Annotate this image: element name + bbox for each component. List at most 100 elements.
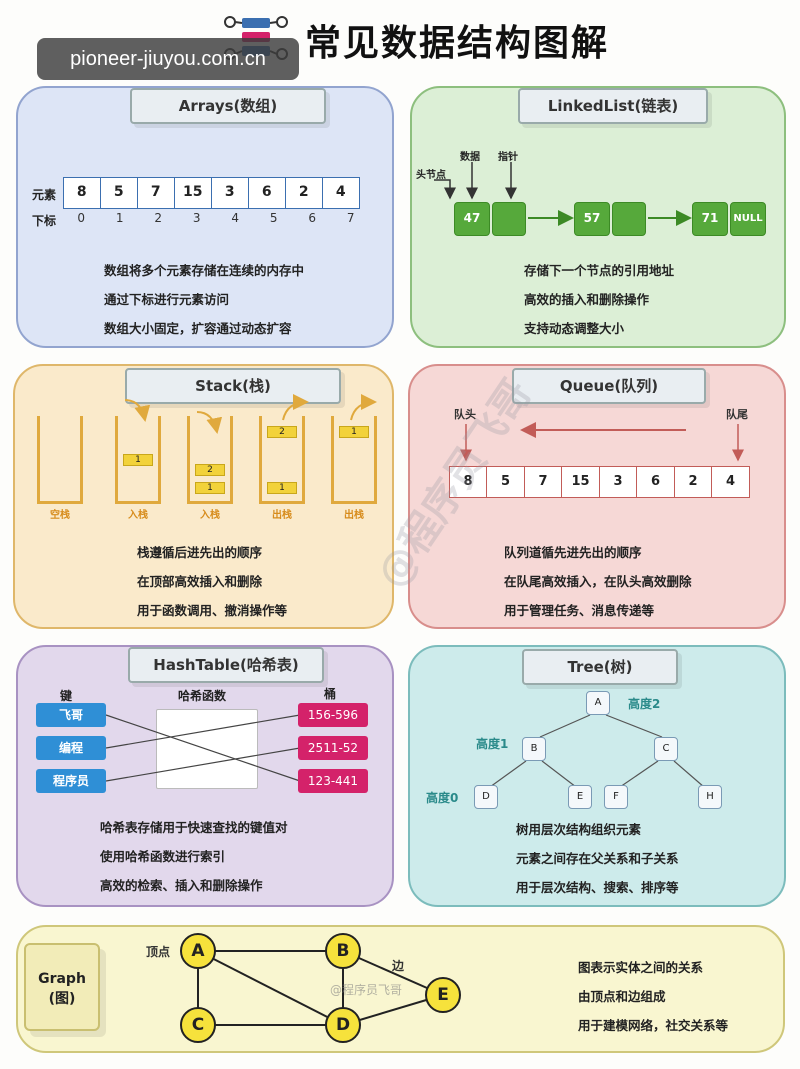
graph-tag: Graph (图) [24, 943, 100, 1031]
desc-line: 用于管理任务、消息传递等 [504, 603, 655, 618]
array-cell: 3 [210, 177, 249, 209]
linkedlist-null: NULL [730, 202, 766, 236]
stack-panel: Stack(栈) 1 2 1 2 1 1 空栈 入栈 入栈 出栈 出栈 栈遵循后… [13, 364, 394, 629]
stack-label: 入栈 [200, 510, 220, 521]
queue-panel: Queue(队列) 队头 队尾 8 5 7 15 3 6 2 4 队列道循先进先… [408, 364, 786, 629]
graph-node: A [180, 933, 216, 969]
queue-cell: 6 [636, 466, 675, 498]
watermark-url: pioneer-jiuyou.com.cn [37, 38, 299, 80]
desc-line: 高效的插入和删除操作 [524, 292, 650, 307]
graph-edge-label: 边 [392, 959, 405, 973]
hash-key: 程序员 [36, 769, 106, 793]
array-cells: 8 5 7 15 3 6 2 4 [62, 177, 360, 209]
linkedlist-tag: LinkedList(链表) [518, 88, 708, 124]
linkedlist-arrows [434, 162, 692, 226]
desc-line: 在顶部高效插入和删除 [137, 574, 263, 589]
linkedlist-node-pointer [612, 202, 646, 236]
queue-cell: 15 [561, 466, 600, 498]
linkedlist-head-label: 头节点 [416, 170, 446, 181]
hash-buckets-header: 桶 [324, 687, 337, 701]
graph-node: B [325, 933, 361, 969]
desc-line: 由顶点和边组成 [578, 989, 666, 1004]
stack-item: 1 [123, 454, 153, 466]
tree-edges [489, 714, 705, 788]
stack-push-1: 1 [115, 416, 161, 504]
hash-bucket: 123-441 [298, 769, 368, 793]
tree-node: D [474, 785, 498, 809]
stack-arrows [124, 394, 377, 434]
tree-node: A [586, 691, 610, 715]
array-cell: 2 [284, 177, 323, 209]
array-index: 1 [115, 211, 124, 225]
desc-line: 存储下一个节点的引用地址 [524, 263, 675, 278]
queue-cell: 8 [448, 466, 488, 498]
linkedlist-data-label: 数据 [460, 152, 480, 163]
array-index: 6 [308, 211, 317, 225]
stack-pop-2: 1 [331, 416, 377, 504]
hashtable-tag: HashTable(哈希表) [128, 647, 324, 683]
desc-line: 数组将多个元素存储在连续的内存中 [104, 263, 305, 278]
graph-description: 图表示实体之间的关系 由顶点和边组成 用于建模网络，社交关系等 [578, 953, 728, 1040]
desc-line: 哈希表存储用于快速查找的键值对 [100, 820, 288, 835]
desc-line: 用于函数调用、撤消操作等 [137, 603, 288, 618]
tree-panel: Tree(树) A B C D E F H 高度2 高度1 高度0 树用层次结构… [408, 645, 786, 907]
desc-line: 用于建模网络，社交关系等 [578, 1018, 729, 1033]
queue-arrows [460, 422, 744, 462]
desc-line: 队列道循先进先出的顺序 [504, 545, 642, 560]
queue-cells: 8 5 7 15 3 6 2 4 [448, 466, 750, 498]
array-index: 2 [154, 211, 163, 225]
tree-level-label: 高度1 [476, 737, 509, 751]
tree-node: E [568, 785, 592, 809]
queue-cell: 2 [673, 466, 713, 498]
stack-item: 2 [195, 464, 225, 476]
arrays-tag: Arrays(数组) [130, 88, 326, 124]
linkedlist-pointer-label: 指针 [498, 152, 518, 163]
desc-line: 通过下标进行元素访问 [104, 292, 230, 307]
linkedlist-node-data: 71 [692, 202, 728, 236]
graph-vertex-label: 顶点 [146, 945, 171, 959]
array-index: 3 [192, 211, 201, 225]
stack-item: 1 [267, 482, 297, 494]
stack-item: 1 [195, 482, 225, 494]
arrays-panel: Arrays(数组) 元素 下标 8 5 7 15 3 6 2 4 0 1 2 … [16, 86, 394, 348]
desc-line: 数组大小固定，扩容通过动态扩容 [104, 321, 292, 336]
desc-line: 支持动态调整大小 [524, 321, 625, 336]
watermark-small: @程序员飞哥 [330, 983, 403, 997]
arrays-values-label: 元素 [32, 188, 57, 202]
desc-line: 图表示实体之间的关系 [578, 960, 704, 975]
arrays-description: 数组将多个元素存储在连续的内存中 通过下标进行元素访问 数组大小固定，扩容通过动… [104, 256, 304, 343]
queue-cell: 7 [523, 466, 563, 498]
array-indices: 0 1 2 3 4 5 6 7 [62, 211, 370, 225]
array-index: 7 [346, 211, 355, 225]
stack-label: 出栈 [272, 510, 292, 521]
hash-key: 飞哥 [36, 703, 106, 727]
queue-head-label: 队头 [454, 408, 476, 421]
hashtable-description: 哈希表存储用于快速查找的键值对 使用哈希函数进行索引 高效的检索、插入和删除操作 [100, 813, 288, 900]
stack-description: 栈遵循后进先出的顺序 在顶部高效插入和删除 用于函数调用、撤消操作等 [137, 538, 287, 625]
queue-cell: 3 [598, 466, 638, 498]
array-index: 0 [77, 211, 86, 225]
graph-panel: Graph (图) A B C D E 顶点 边 图表示实体之间的关系 由顶点和… [16, 925, 785, 1053]
tree-tag: Tree(树) [522, 649, 678, 685]
hash-bucket: 2511-52 [298, 736, 368, 760]
linkedlist-description: 存储下一个节点的引用地址 高效的插入和删除操作 支持动态调整大小 [524, 256, 674, 343]
hash-keys-header: 键 [60, 689, 73, 703]
hash-key: 编程 [36, 736, 106, 760]
linkedlist-node-pointer [492, 202, 526, 236]
array-cell: 4 [321, 177, 360, 209]
graph-tag-line: (图) [48, 991, 76, 1007]
tree-description: 树用层次结构组织元素 元素之间存在父关系和子关系 用于层次结构、搜索、排序等 [516, 815, 679, 902]
hash-mapping-lines [105, 714, 301, 782]
array-index: 4 [231, 211, 240, 225]
linkedlist-node-data: 57 [574, 202, 610, 236]
tree-node: F [604, 785, 628, 809]
graph-node: D [325, 1007, 361, 1043]
graph-tag-line: Graph [38, 971, 86, 987]
tree-node: H [698, 785, 722, 809]
stack-empty [37, 416, 83, 504]
arrays-index-label: 下标 [32, 214, 57, 228]
array-cell: 15 [173, 177, 212, 209]
desc-line: 用于层次结构、搜索、排序等 [516, 880, 679, 895]
desc-line: 高效的检索、插入和删除操作 [100, 878, 263, 893]
linkedlist-panel: LinkedList(链表) 头节点 数据 指针 47 57 71 NULL 存… [410, 86, 786, 348]
